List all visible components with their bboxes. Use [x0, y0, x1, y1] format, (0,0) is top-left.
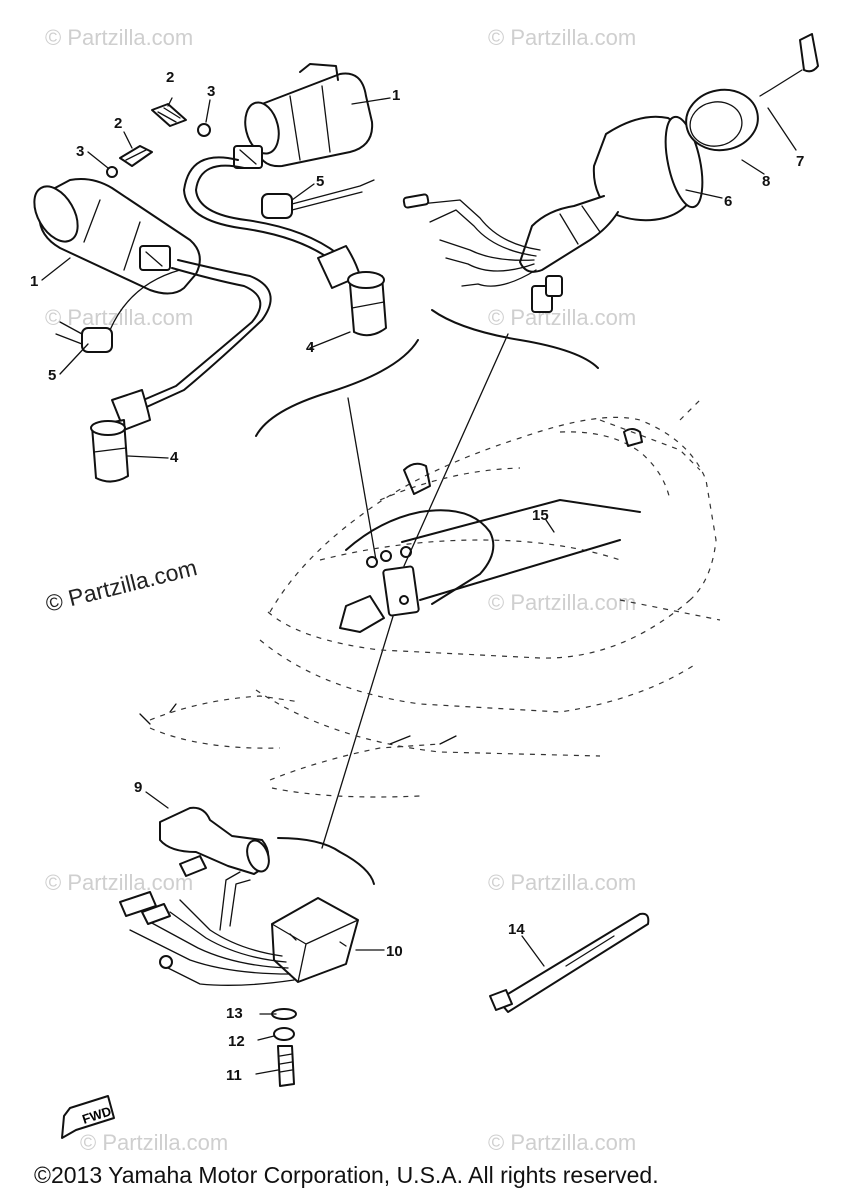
- fwd-arrow: FWD: [61, 1095, 115, 1139]
- bolt-lower: [119, 145, 153, 167]
- clamp-upper: [261, 179, 375, 219]
- callout-8: 8: [762, 173, 770, 190]
- callout-7: 7: [796, 153, 804, 170]
- callout-leaders: [41, 97, 797, 1075]
- resistor-cap: [159, 806, 270, 875]
- callout-2: 2: [166, 69, 174, 86]
- watermark-dark: © Partzilla.com: [43, 554, 200, 617]
- nut-upper: [197, 123, 211, 137]
- watermark: © Partzilla.com: [45, 25, 193, 50]
- callout-1: 1: [392, 87, 400, 104]
- nut-lower: [106, 166, 118, 178]
- clamp-lower: [55, 321, 113, 353]
- callout-4: 4: [170, 449, 179, 466]
- bracket-curves: [255, 309, 599, 885]
- watermark: © Partzilla.com: [488, 590, 636, 615]
- callout-14: 14: [508, 921, 525, 938]
- ignition-coil-upper: [233, 63, 374, 169]
- callout-4: 4: [306, 339, 315, 356]
- high-tension-leads: [91, 156, 339, 411]
- watermark: © Partzilla.com: [488, 870, 636, 895]
- bulb: [759, 33, 819, 97]
- watermark: © Partzilla.com: [80, 1130, 228, 1155]
- plug-cap-upper: [317, 245, 387, 337]
- callout-10: 10: [386, 943, 403, 960]
- callout-2: 2: [114, 115, 122, 132]
- watermark: © Partzilla.com: [488, 1130, 636, 1155]
- callout-11: 11: [226, 1067, 242, 1084]
- band-strap: [489, 912, 650, 1013]
- watermark: © Partzilla.com: [45, 305, 193, 330]
- callout-5: 5: [48, 367, 56, 384]
- callout-9: 9: [134, 779, 142, 796]
- callout-15: 15: [532, 507, 549, 524]
- bolt-upper: [151, 103, 187, 127]
- callout-6: 6: [724, 193, 732, 210]
- callout-1: 1: [30, 273, 38, 290]
- watermark: © Partzilla.com: [488, 25, 636, 50]
- mounting-hardware: [271, 1008, 297, 1087]
- headlight-wire-harness: [402, 193, 563, 313]
- snowmobile-body: [139, 399, 721, 798]
- copyright-notice: ©2013 Yamaha Motor Corporation, U.S.A. A…: [34, 1162, 659, 1188]
- cdi-wire-harness: [119, 855, 295, 986]
- watermark: © Partzilla.com: [45, 870, 193, 895]
- plug-cap-lower: [90, 389, 151, 483]
- headlight-rim: [685, 88, 759, 152]
- callout-3: 3: [76, 143, 84, 160]
- headlight-housing: [519, 115, 704, 273]
- callout-numbers: 1 2 3 2 3 5 1 5 4 4 7 8 6 15 9 10 14 13 …: [30, 69, 804, 1084]
- cdi-unit: [271, 897, 359, 983]
- callout-5: 5: [316, 173, 324, 190]
- callout-12: 12: [228, 1033, 245, 1050]
- watermark: © Partzilla.com: [488, 305, 636, 330]
- callout-3: 3: [207, 83, 215, 100]
- callout-13: 13: [226, 1005, 243, 1022]
- ignition-coil-left: [33, 178, 201, 295]
- leader-lines: [321, 333, 509, 849]
